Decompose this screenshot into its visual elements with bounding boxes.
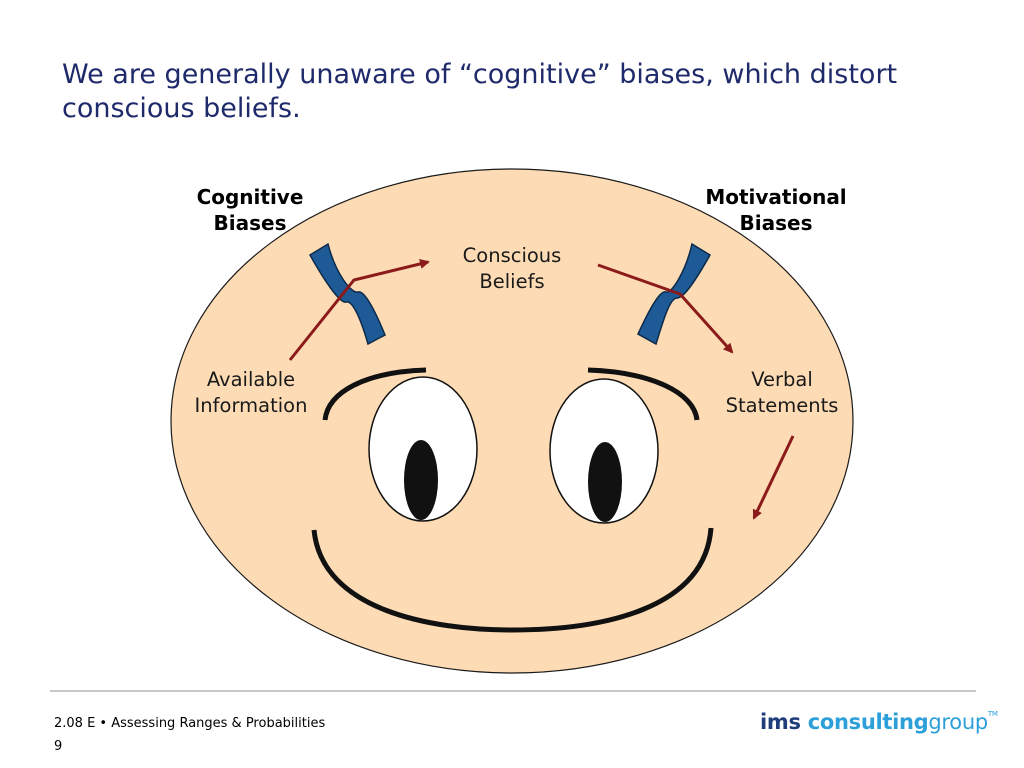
company-logo: ims consultinggroupTM	[760, 710, 998, 734]
arrow-statements-out	[752, 435, 795, 520]
footer-divider	[50, 690, 976, 692]
page-number: 9	[54, 739, 63, 754]
verbal-statements-label: Verbal Statements	[725, 368, 839, 417]
slide-title: We are generally unaware of “cognitive” …	[62, 59, 898, 124]
footer-course-title: 2.08 E • Assessing Ranges & Probabilitie…	[54, 716, 326, 731]
smile	[311, 527, 714, 633]
cognitive-biases-label: Cognitive Biases	[196, 185, 304, 235]
motivational-bias-filter	[637, 242, 712, 346]
arrow-info-to-beliefs	[288, 259, 430, 361]
right-eyebrow	[587, 367, 700, 421]
conscious-beliefs-label: Conscious Beliefs	[462, 244, 562, 293]
logo-consulting: consulting	[807, 710, 929, 734]
left-pupil	[404, 440, 438, 520]
logo-ims: ims	[760, 710, 801, 734]
left-eyebrow	[322, 367, 427, 421]
arrow-beliefs-to-statements	[597, 263, 734, 354]
available-information-label: Available Information	[194, 368, 308, 417]
logo-group: group	[928, 710, 988, 734]
motivational-biases-label: Motivational Biases	[705, 185, 847, 235]
logo-trademark: TM	[987, 710, 998, 718]
right-pupil	[588, 442, 622, 522]
